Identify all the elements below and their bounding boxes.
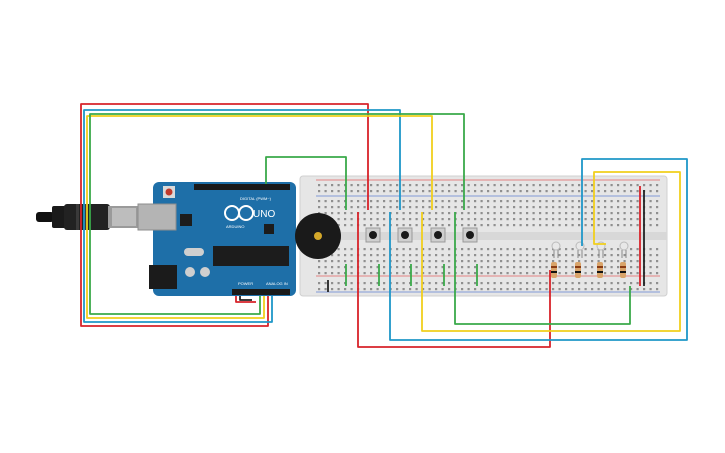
wire-red[interactable] [235,296,256,303]
pushbutton-icon[interactable] [462,227,478,243]
wire-blue[interactable] [389,158,688,341]
wire-green[interactable] [454,212,631,325]
breadboard[interactable] [299,175,668,297]
led-icon[interactable] [619,241,629,258]
board-model: UNO [253,209,275,220]
wire-yellow[interactable] [86,115,433,319]
wire-green[interactable] [89,113,465,315]
digital-header-label: DIGITAL (PWM~) [240,196,272,201]
resistor-icon[interactable] [597,262,603,278]
wire-yellow[interactable] [421,171,681,332]
pushbutton-icon[interactable] [365,227,381,243]
resistor-icon[interactable] [575,262,581,278]
wire-red[interactable] [357,212,551,348]
wire-red[interactable] [80,103,369,327]
piezo-buzzer-icon[interactable] [295,213,341,259]
resistor-icon[interactable] [620,262,626,278]
wire-black[interactable] [239,296,252,301]
led-icon[interactable] [551,241,561,258]
usb-cable-icon[interactable] [36,204,138,230]
power-label: POWER [238,281,253,286]
pushbutton-icon[interactable] [397,227,413,243]
arduino-uno-board[interactable] [137,182,296,296]
wire-blue[interactable] [83,109,401,323]
resistor-icon[interactable] [551,262,557,278]
pushbutton-icon[interactable] [430,227,446,243]
analog-label: ANALOG IN [266,281,288,286]
wire-green[interactable] [265,156,347,210]
board-brand: ARDUINO [226,224,244,229]
infinity-logo-icon [224,205,254,221]
